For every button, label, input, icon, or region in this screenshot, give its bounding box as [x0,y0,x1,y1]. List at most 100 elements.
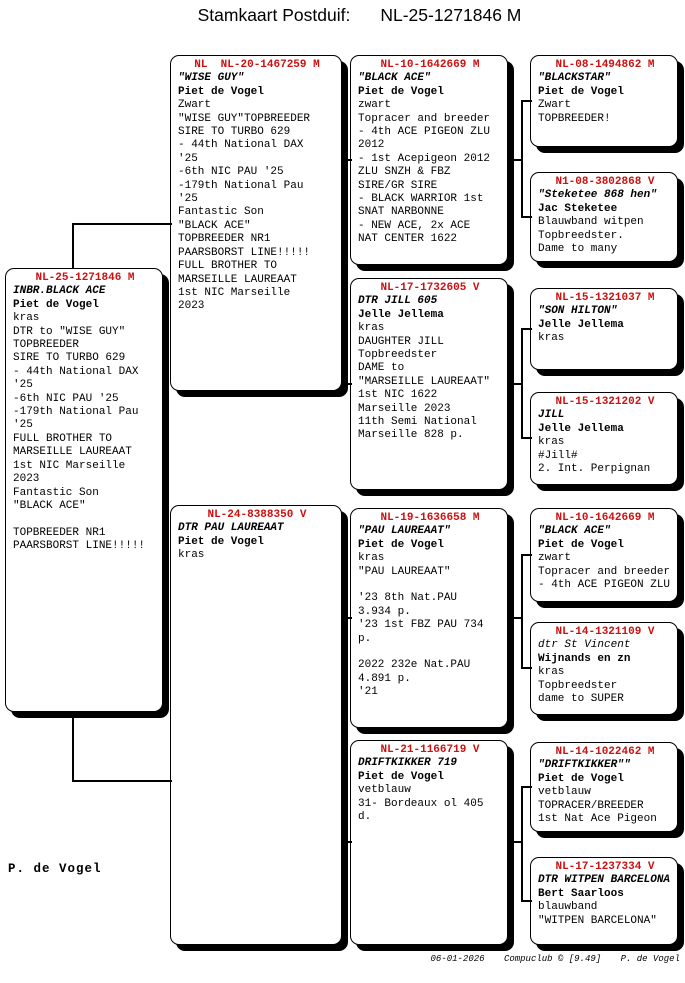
pedigree-box-ggp5: NL-10-1642669 M "BLACK ACE"Piet de Vogel… [530,508,678,602]
pedigree-line: kras [538,332,565,345]
pedigree-line: Bert Saarloos [538,887,624,900]
pedigree-box-ggp7: NL-14-1022462 M "DRIFTKIKKER""Piet de Vo… [530,742,678,832]
pedigree-line: Wijnands en zn [538,652,631,665]
connector-line [521,328,532,330]
pedigree-line: 1st NIC Marseille [178,286,291,299]
pedigree-line: Topracer and breeder [538,565,671,578]
pedigree-line: p. [358,632,372,645]
pedigree-line: dtr St Vincent [538,639,631,652]
pedigree-line: - 1st Acepigeon 2012 [358,152,491,165]
pedigree-line: '25 [178,193,198,206]
pedigree-box-ggp2: N1-08-3802868 V "Steketee 868 hen"Jac St… [530,172,678,262]
pedigree-line: -6th NIC PAU '25 [178,166,284,179]
connector-line [521,328,523,439]
pedigree-line: #Jill# [538,449,578,462]
pedigree-line: Piet de Vogel [538,772,624,785]
ring-number: NL-17-1732605 V [380,282,480,294]
connector-line [521,216,532,218]
connector-line [72,780,172,782]
pedigree-line: zwart [358,99,392,112]
pedigree-line: Piet de Vogel [13,298,99,311]
pedigree-line: dame to SUPER [538,693,624,706]
pedigree-line: '21 [358,686,378,699]
pedigree-line: DTR to "WISE GUY" [13,325,126,338]
connector-line [72,711,74,781]
pedigree-line: DAUGHTER JILL [358,335,444,348]
pedigree-line: TOPRACER/BREEDER [538,799,644,812]
pedigree-line: "BLACK ACE" [538,525,611,538]
connector-line [521,667,532,669]
pedigree-line: '23 8th Nat.PAU [358,592,458,605]
pedigree-line: Jelle Jellema [538,318,624,331]
pedigree-line: "BLACK ACE" [358,72,431,85]
ring-number: NL-19-1636658 M [380,512,480,524]
connector-line [521,100,523,218]
pedigree-line: DTR WITPEN BARCELONA [538,874,671,887]
pedigree-line: "PAU LAUREAAT" [358,565,451,578]
connector-line [521,786,532,788]
pedigree-line: Marseille 2023 [358,402,451,415]
pedigree-line: SIRE TO TURBO 629 [13,352,126,365]
pedigree-line: kras [538,666,565,679]
pedigree-box-father: NL NL-20-1467259 M "WISE GUY"Piet de Vog… [170,55,342,391]
pedigree-line: SIRE/GR SIRE [358,179,438,192]
pedigree-line: DAME to [358,362,405,375]
pedigree-line: MARSEILLE LAUREAAT [178,273,297,286]
pedigree-line: Dame to many [538,243,618,256]
ring-number: NL-08-1494862 M [555,59,655,71]
pedigree-line: "PAU LAUREAAT" [358,525,451,538]
pedigree-line: Piet de Vogel [178,535,264,548]
pedigree-box-ggp1: NL-08-1494862 M "BLACKSTAR"Piet de Vogel… [530,55,678,147]
connector-line [508,617,522,619]
pedigree-line: 1st Nat Ace Pigeon [538,813,657,826]
connector-line [342,724,348,726]
pedigree-line: Topbreedster [538,679,618,692]
pedigree-line: Topbreedster [358,349,438,362]
pedigree-line: kras [13,312,40,325]
pedigree-line: PAARSBORST LINE!!!!! [178,246,311,259]
pedigree-line: JILL [538,409,565,422]
pedigree-line: 1st NIC Marseille [13,459,126,472]
ring-number: NL-21-1166719 V [380,744,480,756]
connector-line [521,786,523,902]
ring-number: NL NL-20-1467259 M [194,59,320,71]
pedigree-box-mgf: NL-19-1636658 M "PAU LAUREAAT"Piet de Vo… [350,508,508,728]
pedigree-line: "WISE GUY" [178,72,245,85]
pedigree-line: '23 1st FBZ PAU 734 [358,619,484,632]
connector-line [521,900,532,902]
pedigree-line: 31- Bordeaux ol 405 [358,797,484,810]
pedigree-line: SNAT NARBONNE [358,206,444,219]
ring-number: N1-08-3802868 V [555,176,655,188]
connector-line [521,554,532,556]
connector-line [508,383,522,385]
pedigree-line: -6th NIC PAU '25 [13,392,119,405]
pedigree-line: Blauwband witpen [538,216,644,229]
pedigree-line: -179th National Pau [13,406,139,419]
pedigree-line: 3.934 p. [358,605,411,618]
connector-line [346,617,348,843]
pedigree-line: "Steketee 868 hen" [538,189,657,202]
pedigree-line [358,646,502,659]
pedigree-line: "BLACK ACE" [178,219,251,232]
pedigree-line: "WITPEN BARCELONA" [538,914,657,927]
pedigree-line: Fantastic Son [178,206,264,219]
pedigree-line: TOPBREEDER [13,339,80,352]
pedigree-line: - 44th National DAX [178,139,304,152]
pedigree-line: FULL BROTHER TO [178,260,278,273]
pedigree-line: 2022 232e Nat.PAU [358,659,471,672]
pedigree-line: TOPBREEDER NR1 [13,526,106,539]
pedigree-line: d. [358,811,372,824]
title-ring-number: NL-25-1271846 M [380,5,522,25]
pedigree-line: kras [538,436,565,449]
pedigree-line: - 44th National DAX [13,365,139,378]
